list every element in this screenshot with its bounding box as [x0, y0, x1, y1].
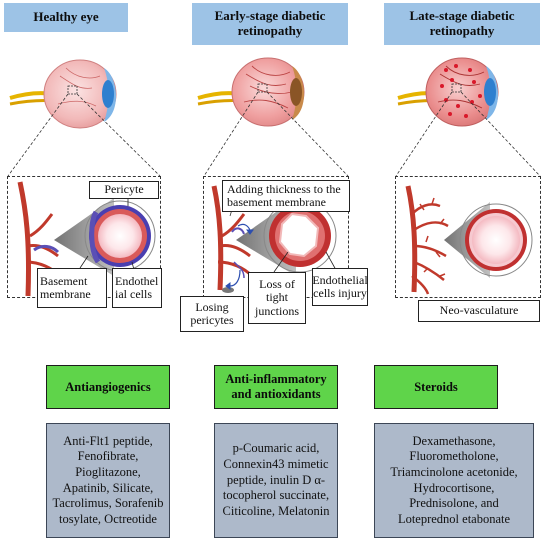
stage-title: Early-stage diabetic retinopathy — [214, 8, 326, 38]
callout-loss-tight-junctions: Loss of tight junctions — [248, 272, 306, 324]
callout-basement-membrane: Basement membrane — [37, 268, 107, 308]
callout-losing-pericytes: Losing pericytes — [180, 296, 244, 332]
treatment-header-steroids: Steroids — [374, 365, 498, 409]
treatment-list-antiangiogenics: Anti-Flt1 peptide, Fenofibrate, Pioglita… — [46, 423, 170, 538]
callout-neo-vasculature: Neo-vasculature — [418, 300, 540, 322]
late-zoom-frame — [395, 176, 541, 298]
callout-endothelial-injury: Endothelial cells injury — [312, 268, 368, 306]
treatment-header-anti-inflammatory: Anti-inflammatory and antioxidants — [214, 365, 338, 409]
stage-header-healthy: Healthy eye — [4, 3, 128, 32]
treatment-list-anti-inflammatory: p-Coumaric acid, Connexin43 mimetic pept… — [214, 423, 338, 538]
early-stage-vessel-illustration — [211, 185, 337, 293]
late-stage-eye-illustration — [397, 57, 499, 127]
healthy-eye-illustration — [9, 59, 117, 129]
stage-title: Healthy eye — [33, 9, 99, 25]
callout-endothelial-cells: Endothelial cells — [112, 268, 162, 308]
stage-header-early: Early-stage diabetic retinopathy — [192, 3, 348, 45]
callout-adding-thickness: Adding thickness to the basement membran… — [222, 180, 350, 212]
callout-pericyte: Pericyte — [89, 181, 159, 199]
early-stage-eye-illustration — [197, 57, 305, 127]
treatment-list-steroids: Dexamethasone, Fluorometholone, Triamcin… — [374, 423, 534, 538]
pericyte-arrows — [225, 223, 254, 290]
late-stage-vessel-illustration — [405, 185, 533, 295]
zoom-lines — [7, 91, 541, 177]
stage-title: Late-stage diabetic retinopathy — [409, 8, 515, 38]
stage-header-late: Late-stage diabetic retinopathy — [384, 3, 540, 45]
treatment-header-antiangiogenics: Antiangiogenics — [46, 365, 170, 409]
